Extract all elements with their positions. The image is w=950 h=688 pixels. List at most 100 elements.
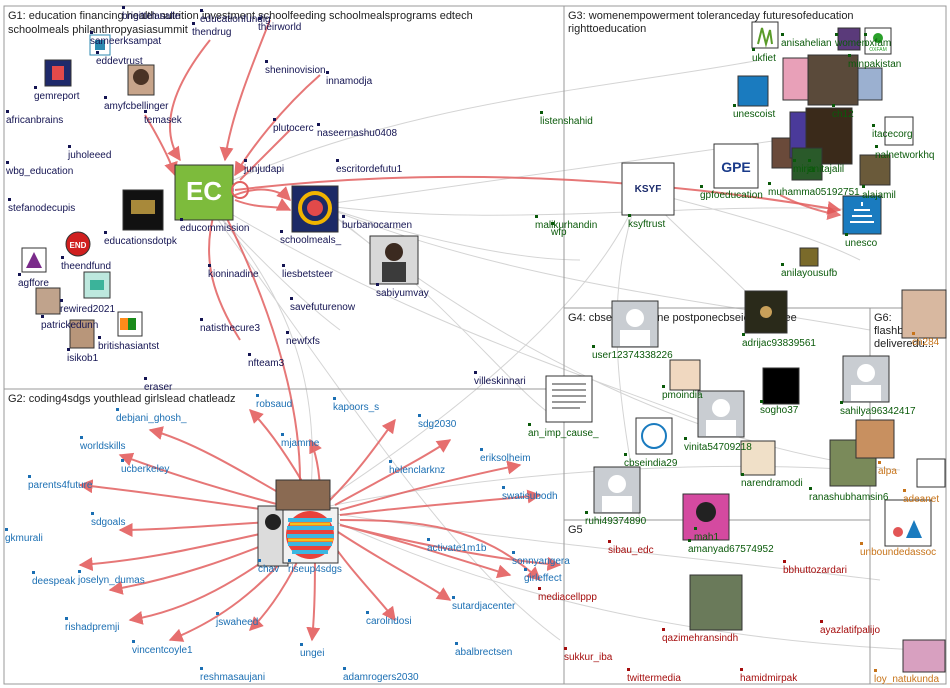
node-dot-agffore[interactable] <box>18 273 21 276</box>
node-label-narendramodi[interactable]: narendramodi <box>741 478 803 489</box>
node-dot-pmoindia[interactable] <box>662 385 665 388</box>
node-label-schoolmeals_[interactable]: schoolmeals_ <box>280 235 342 246</box>
node-g2-face[interactable] <box>275 479 331 511</box>
node-dot-britishasiantst[interactable] <box>98 336 101 339</box>
node-label-alpa[interactable]: alpa <box>878 466 897 477</box>
node-dot-oxfam[interactable] <box>864 33 867 36</box>
node-dot-sukkur_iba[interactable] <box>564 647 567 650</box>
node-label-sutardjacenter[interactable]: sutardjacenter <box>452 601 516 612</box>
node-dot-vinita54709218[interactable] <box>684 437 687 440</box>
node-dot-anisahelian[interactable] <box>781 33 784 36</box>
node-label-mirja[interactable]: mirja <box>793 164 815 175</box>
node-label-sonnyangera[interactable]: sonnyangera <box>512 556 570 567</box>
node-label-deespeak[interactable]: deespeak <box>32 576 76 587</box>
node-gemreport[interactable] <box>44 59 72 87</box>
node-dot-loy_natukunda[interactable] <box>874 669 877 672</box>
node-educommission[interactable]: EC <box>174 164 249 221</box>
node-sabiyumvay[interactable] <box>369 235 419 285</box>
node-dot-ruhi49374890[interactable] <box>585 511 588 514</box>
node-dot-adeanet[interactable] <box>903 489 906 492</box>
node-dot-alpa[interactable] <box>878 461 881 464</box>
node-label-debjani_ghosh_[interactable]: debjani_ghosh_ <box>116 413 187 424</box>
node-label-junjudapi[interactable]: junjudapi <box>243 164 284 175</box>
node-label-theirworld[interactable]: theirworld <box>258 22 301 33</box>
node-cbseindia29[interactable] <box>635 417 673 455</box>
node-dot-isikob1[interactable] <box>67 348 70 351</box>
node-dot-kioninadine[interactable] <box>208 264 211 267</box>
node-label-gkmurali[interactable]: gkmurali <box>5 533 43 544</box>
node-dot-hamidmirpak[interactable] <box>740 668 743 671</box>
node-dot-robsaud[interactable] <box>256 394 259 397</box>
node-label-ucberkeley[interactable]: ucberkeley <box>121 464 169 475</box>
node-label-kapoors_s[interactable]: kapoors_s <box>333 402 379 413</box>
node-dot-riseup4sdgs[interactable] <box>288 559 291 562</box>
node-dot-sdgoals[interactable] <box>91 512 94 515</box>
node-dot-twittermedia[interactable] <box>627 668 630 671</box>
node-qazimehransindh[interactable] <box>689 574 743 631</box>
node-ch284[interactable] <box>901 289 947 339</box>
node-dot-temasek[interactable] <box>144 110 147 113</box>
node-dot-escritordefutu1[interactable] <box>336 159 339 162</box>
node-label-unboundedassoc[interactable]: unboundedassoc <box>860 547 936 558</box>
node-amyfcbellinger[interactable] <box>127 64 155 96</box>
node-label-ayazlatifpalijo[interactable]: ayazlatifpalijo <box>820 625 880 636</box>
node-dot-ranashubhamsin6[interactable] <box>809 487 812 490</box>
node-label-sibau_edc[interactable]: sibau_edc <box>608 545 654 556</box>
node-dot-sogho37[interactable] <box>760 400 763 403</box>
node-alpa[interactable] <box>855 419 895 459</box>
node-label-wbg_education[interactable]: wbg_education <box>5 166 73 177</box>
node-dot-listenshahid[interactable] <box>540 111 543 114</box>
node-britishasiantst[interactable] <box>117 311 143 337</box>
node-dot-reshmasaujani[interactable] <box>200 667 203 670</box>
node-label-parents4future[interactable]: parents4future <box>28 480 93 491</box>
node-label-unescoist[interactable]: unescoist <box>733 109 775 120</box>
node-dot-adamrogers2030[interactable] <box>343 667 346 670</box>
node-label-oxfam[interactable]: oxfam <box>864 38 891 49</box>
node-dot-women[interactable] <box>835 33 838 36</box>
node-dot-innamodja[interactable] <box>326 71 329 74</box>
node-label-minpakistan[interactable]: minpakistan <box>848 59 901 70</box>
node-dot-eddevtrust[interactable] <box>96 51 99 54</box>
node-user12374338226[interactable] <box>611 300 659 348</box>
node-label-educommission[interactable]: educommission <box>180 223 249 234</box>
node-label-anitajalil[interactable]: anitajalil <box>808 164 844 175</box>
node-label-cbseindia29[interactable]: cbseindia29 <box>624 458 678 469</box>
node-dot-ucberkeley[interactable] <box>121 459 124 462</box>
node-label-twittermedia[interactable]: twittermedia <box>627 673 681 684</box>
node-agffore[interactable] <box>21 247 47 273</box>
node-educationsdotpk[interactable] <box>122 189 164 231</box>
node-label-adrijac93839561[interactable]: adrijac93839561 <box>742 338 816 349</box>
node-label-educationsdotpk[interactable]: educationsdotpk <box>104 236 178 247</box>
node-label-sdg2030[interactable]: sdg2030 <box>418 419 457 430</box>
node-patrickedunn[interactable] <box>35 287 61 315</box>
node-loy_natukunda[interactable] <box>902 639 946 673</box>
node-label-sogho37[interactable]: sogho37 <box>760 405 799 416</box>
node-label-chav[interactable]: chav <box>258 564 279 575</box>
node-dot-ch284[interactable] <box>912 332 915 335</box>
node-ksyftrust[interactable]: KSYF <box>621 162 675 216</box>
node-label-eraser[interactable]: eraser <box>144 382 173 393</box>
node-sogho37[interactable] <box>762 367 800 405</box>
node-dot-savefuturenow[interactable] <box>290 297 293 300</box>
node-gpfoeducation[interactable]: GPE <box>713 143 759 189</box>
node-label-jswaheed[interactable]: jswaheed <box>215 617 258 628</box>
node-dot-sameerksampat[interactable] <box>90 31 93 34</box>
node-dot-carolndosi[interactable] <box>366 611 369 614</box>
node-label-an_imp_cause_[interactable]: an_imp_cause_ <box>528 428 599 439</box>
node-label-temasek[interactable]: temasek <box>144 115 183 126</box>
node-dot-stefanodecupis[interactable] <box>8 198 11 201</box>
node-dot-newfxfs[interactable] <box>286 331 289 334</box>
node-label-juholeeed[interactable]: juholeeed <box>67 150 111 161</box>
node-label-naseernashu0408[interactable]: naseernashu0408 <box>317 128 398 139</box>
node-label-gpfoeducation[interactable]: gpfoeducation <box>700 190 763 201</box>
node-label-robsaud[interactable]: robsaud <box>256 399 292 410</box>
node-label-nfteam3[interactable]: nfteam3 <box>248 358 285 369</box>
node-dot-helenclarknz[interactable] <box>389 460 392 463</box>
node-dot-africanbrains[interactable] <box>6 110 9 113</box>
node-dot-joselyn_dumas[interactable] <box>78 570 81 573</box>
node-label-ruhi49374890[interactable]: ruhi49374890 <box>585 516 647 527</box>
node-dot-unescoist[interactable] <box>733 104 736 107</box>
node-dot-adrijac93839561[interactable] <box>742 333 745 336</box>
node-label-brigittelasalle[interactable]: brigittelasalle <box>122 11 181 22</box>
node-dot-chav[interactable] <box>258 559 261 562</box>
